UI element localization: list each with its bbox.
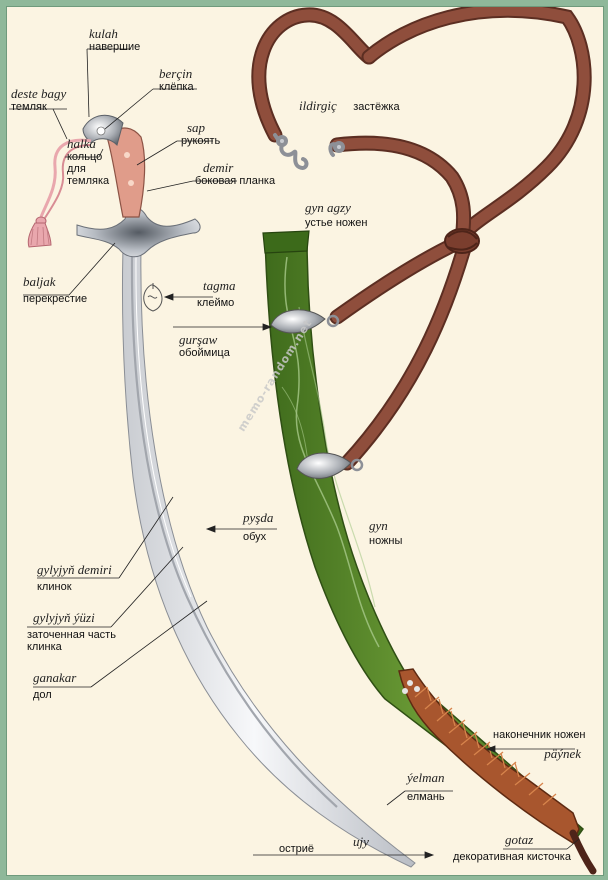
label-gyn: gyn ножны bbox=[369, 518, 403, 548]
label-ujy-tk: ujy bbox=[353, 834, 369, 849]
label-gylyjyn-yuzi: gylyjyň ýüzi заточенная часть клинка bbox=[27, 610, 116, 654]
label-deste-bagy-tk: deste bagy bbox=[11, 86, 67, 101]
label-gylyjyn-demiri: gylyjyň demiri клинок bbox=[37, 562, 112, 594]
label-halka: halka кольцо для темляка bbox=[67, 136, 110, 188]
label-sap-tk: sap bbox=[187, 120, 206, 135]
label-gotaz-tk: gotaz bbox=[505, 832, 534, 847]
label-gursaw-ru: обоймица bbox=[179, 347, 230, 360]
label-halka-tk: halka bbox=[67, 136, 96, 151]
label-paynek-ru: наконечник ножен bbox=[493, 729, 586, 741]
belt-straps bbox=[251, 7, 592, 471]
strap-knot bbox=[444, 228, 480, 254]
label-yelman-ru: елмань bbox=[407, 791, 445, 804]
label-bercin-tk: berçin bbox=[159, 66, 193, 81]
label-demir-tk: demir bbox=[203, 160, 234, 175]
label-gyn-agzy-tk: gyn agzy bbox=[305, 200, 351, 215]
label-gyn-agzy: gyn agzy устье ножен bbox=[305, 200, 368, 230]
label-yelman: ýelman елмань bbox=[407, 770, 445, 804]
label-deste-bagy: deste bagy темляк bbox=[11, 86, 67, 114]
label-gylyjyn-demiri-tk: gylyjyň demiri bbox=[37, 562, 112, 577]
label-gylyjyn-yuzi-tk: gylyjyň ýüzi bbox=[33, 610, 95, 625]
label-ganakar: ganakar дол bbox=[33, 670, 77, 702]
label-gursaw-tk: gurşaw bbox=[179, 332, 218, 347]
label-kulah: kulah навершие bbox=[89, 26, 141, 54]
label-gotaz-ru: декоративная кисточка bbox=[453, 851, 571, 864]
diagram-canvas: memo-random.net kulah навершие berçin кл… bbox=[6, 6, 604, 876]
label-ujy-ru-wrap: остриё bbox=[279, 843, 314, 855]
label-ujy-tk-wrap: ujy bbox=[353, 834, 369, 849]
label-ildirgic-tk: ildirgiç bbox=[299, 98, 337, 113]
scabbard-bands bbox=[270, 309, 364, 479]
label-tagma-tk: tagma bbox=[203, 278, 236, 293]
label-demir-ru: боковая планка bbox=[195, 175, 276, 188]
label-baljak-ru: перекрестие bbox=[23, 293, 88, 306]
label-kulah-ru: навершие bbox=[89, 41, 141, 54]
label-paynek-tk: päýnek bbox=[544, 746, 581, 762]
label-pysda-tk: pyşda bbox=[243, 510, 274, 525]
label-tagma: tagma клеймо bbox=[197, 278, 236, 310]
clasp-hooks bbox=[273, 133, 345, 170]
label-ganakar-ru: дол bbox=[33, 689, 52, 702]
label-deste-bagy-ru: темляк bbox=[11, 101, 47, 114]
label-bercin: berçin клёпка bbox=[159, 66, 194, 94]
sword-tassel bbox=[27, 138, 92, 248]
label-yelman-tk: ýelman bbox=[407, 770, 445, 785]
label-sap-ru: рукоять bbox=[181, 135, 221, 148]
label-gylyjyn-yuzi-ru-1: заточенная часть bbox=[27, 629, 116, 642]
makers-mark bbox=[143, 283, 163, 312]
sword-handle bbox=[106, 127, 146, 218]
label-gylyjyn-demiri-ru: клинок bbox=[37, 581, 72, 594]
label-ildirgic: ildirgiç застёжка bbox=[299, 97, 400, 115]
label-tagma-ru: клеймо bbox=[197, 297, 235, 310]
leader-lines bbox=[9, 48, 580, 859]
label-ildirgic-ru: застёжка bbox=[353, 101, 400, 113]
label-gyn-ru: ножны bbox=[369, 535, 403, 548]
sword-blade bbox=[121, 246, 416, 868]
label-pysda-ru: обух bbox=[243, 531, 267, 544]
label-gyn-agzy-ru: устье ножен bbox=[305, 217, 368, 230]
label-ganakar-tk: ganakar bbox=[33, 670, 77, 685]
label-baljak-tk: baljak bbox=[23, 274, 56, 289]
label-gotaz: gotaz декоративная кисточка bbox=[453, 832, 571, 864]
label-pysda: pyşda обух bbox=[243, 510, 274, 544]
label-paynek: наконечник ножен päýnek bbox=[493, 729, 599, 761]
label-halka-ru-2: для bbox=[67, 163, 86, 176]
label-kulah-tk: kulah bbox=[89, 26, 118, 41]
scabbard-mouth bbox=[262, 230, 310, 254]
label-sap: sap рукоять bbox=[181, 120, 221, 148]
label-demir: demir боковая планка bbox=[195, 160, 276, 188]
label-bercin-ru: клёпка bbox=[159, 81, 194, 94]
label-halka-ru-3: темляка bbox=[67, 175, 110, 188]
label-baljak: baljak перекрестие bbox=[23, 274, 88, 306]
label-ujy-ru: остриё bbox=[279, 843, 315, 855]
label-halka-ru-1: кольцо bbox=[67, 151, 103, 164]
label-gyn-tk: gyn bbox=[369, 518, 388, 533]
label-gylyjyn-yuzi-ru-2: клинка bbox=[27, 641, 62, 654]
sword-illustration bbox=[9, 7, 597, 875]
label-gursaw: gurşaw обоймица bbox=[179, 332, 230, 360]
